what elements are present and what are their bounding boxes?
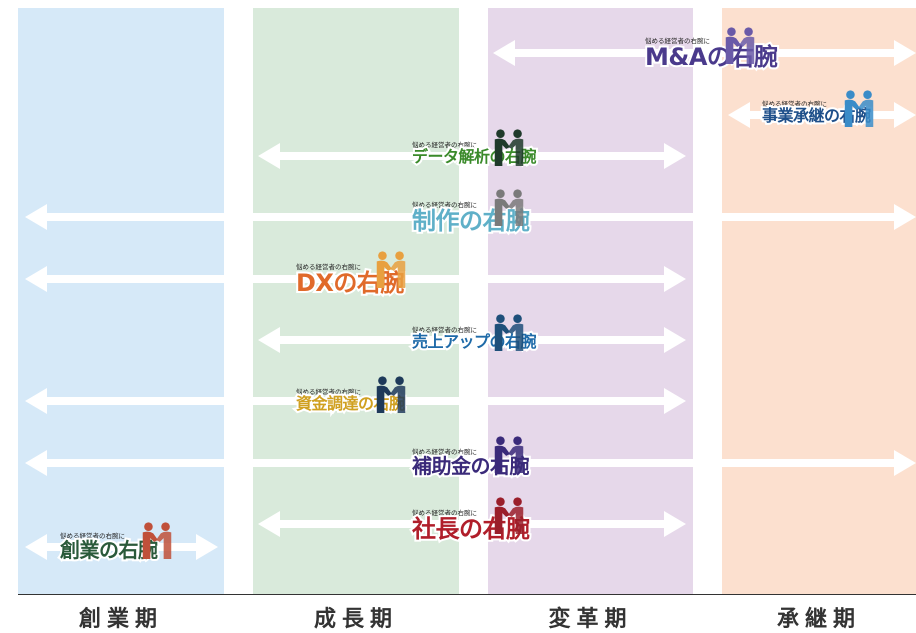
phase-label-transformation: 変革期 [548,606,633,632]
handshake-icon [372,375,410,413]
span-arrow-subsidy [25,450,916,476]
timeline-baseline [18,594,916,595]
span-arrow-production [25,204,916,230]
service-badge-succession: 悩める経営者の右腕に 事業承継の右腕 [760,90,874,127]
span-arrow-data-analysis [258,143,686,169]
phase-label-founding: 創業期 [78,606,163,632]
service-title: 制作の右腕 [410,206,532,235]
handshake-icon [840,89,878,127]
service-badge-founding: 悩める経営者の右腕に 創業の右腕 [58,522,172,562]
span-arrow-funding [25,388,686,414]
service-badge-data-analysis: 悩める経営者の右腕に データ解析の右腕 [410,129,539,167]
phase-column-founding [18,8,224,594]
service-title: 売上アップの右腕 [410,331,539,352]
tagline: 悩める経営者の右腕に [60,532,125,540]
handshake-icon [490,496,528,534]
service-badge-ma: 悩める経営者の右腕に M&Aの右腕 [643,27,780,71]
service-badge-subsidy: 悩める経営者の右腕に 補助金の右腕 [410,436,532,478]
handshake-icon [490,128,528,166]
phase-column-transformation [488,8,693,594]
service-badge-production: 悩める経営者の右腕に 制作の右腕 [410,189,532,235]
handshake-icon [490,313,528,351]
span-arrow-ma [493,40,916,66]
handshake-icon [721,26,759,64]
service-badge-president: 悩める経営者の右腕に 社長の右腕 [410,497,532,543]
service-badge-funding: 悩める経営者の右腕に 資金調達の右腕 [294,376,407,413]
handshake-icon [372,250,410,288]
span-arrow-founding [25,534,218,560]
handshake-icon [138,521,176,559]
tagline: 悩める経営者の右腕に [762,100,827,108]
service-badge-dx: 悩める経営者の右腕に DXの右腕 [294,251,406,297]
span-arrow-succession [728,102,916,128]
tagline: 悩める経営者の右腕に [296,263,361,271]
service-title: M&Aの右腕 [643,42,780,71]
phase-label-growth: 成長期 [313,606,398,632]
service-title: データ解析の右腕 [410,146,539,167]
span-arrow-president [258,511,686,537]
tagline: 悩める経営者の右腕に [412,201,477,209]
service-title: 補助金の右腕 [410,453,532,478]
phase-label-succession: 承継期 [776,606,861,632]
tagline: 悩める経営者の右腕に [412,326,477,334]
span-arrow-dx [25,266,686,292]
phase-column-growth [253,8,459,594]
span-arrow-sales [258,327,686,353]
service-badge-sales: 悩める経営者の右腕に 売上アップの右腕 [410,314,539,352]
service-title: 社長の右腕 [410,514,532,543]
service-title: DXの右腕 [294,268,406,297]
handshake-icon [490,188,528,226]
tagline: 悩める経営者の右腕に [412,448,477,456]
phase-column-succession [722,8,916,594]
tagline: 悩める経営者の右腕に [645,37,710,45]
handshake-icon [490,435,528,473]
tagline: 悩める経営者の右腕に [296,388,361,396]
tagline: 悩める経営者の右腕に [412,141,477,149]
tagline: 悩める経営者の右腕に [412,509,477,517]
